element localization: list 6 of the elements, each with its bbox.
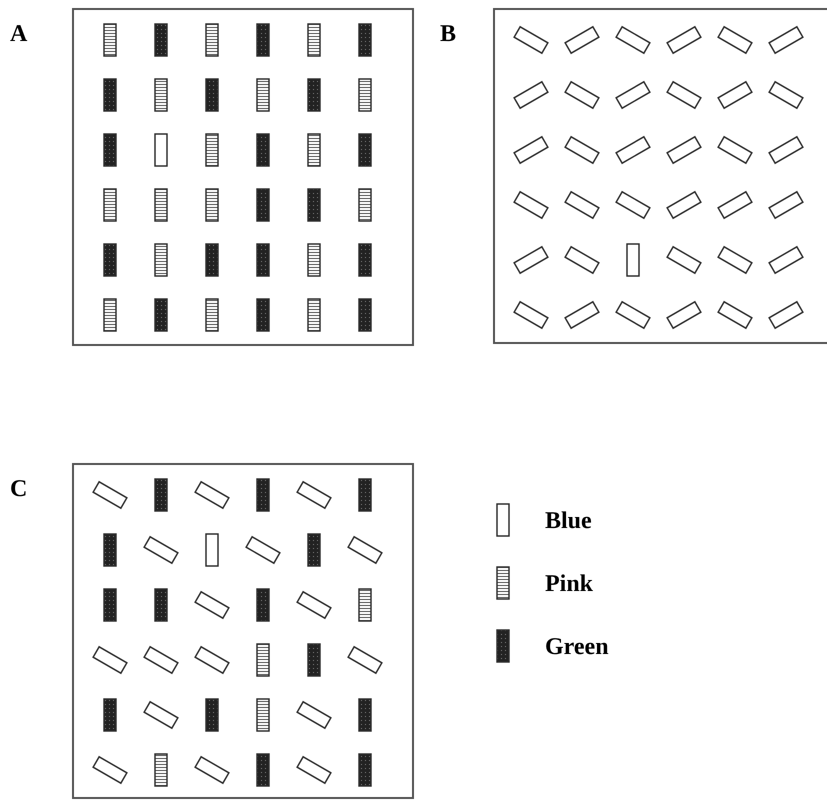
legend-label: Pink xyxy=(545,572,594,596)
panel-letter: A xyxy=(10,22,28,46)
panel-letter: B xyxy=(440,22,456,46)
legend-label: Green xyxy=(545,635,609,659)
panel-letter: C xyxy=(10,477,28,501)
legend-label: Blue xyxy=(545,509,592,533)
